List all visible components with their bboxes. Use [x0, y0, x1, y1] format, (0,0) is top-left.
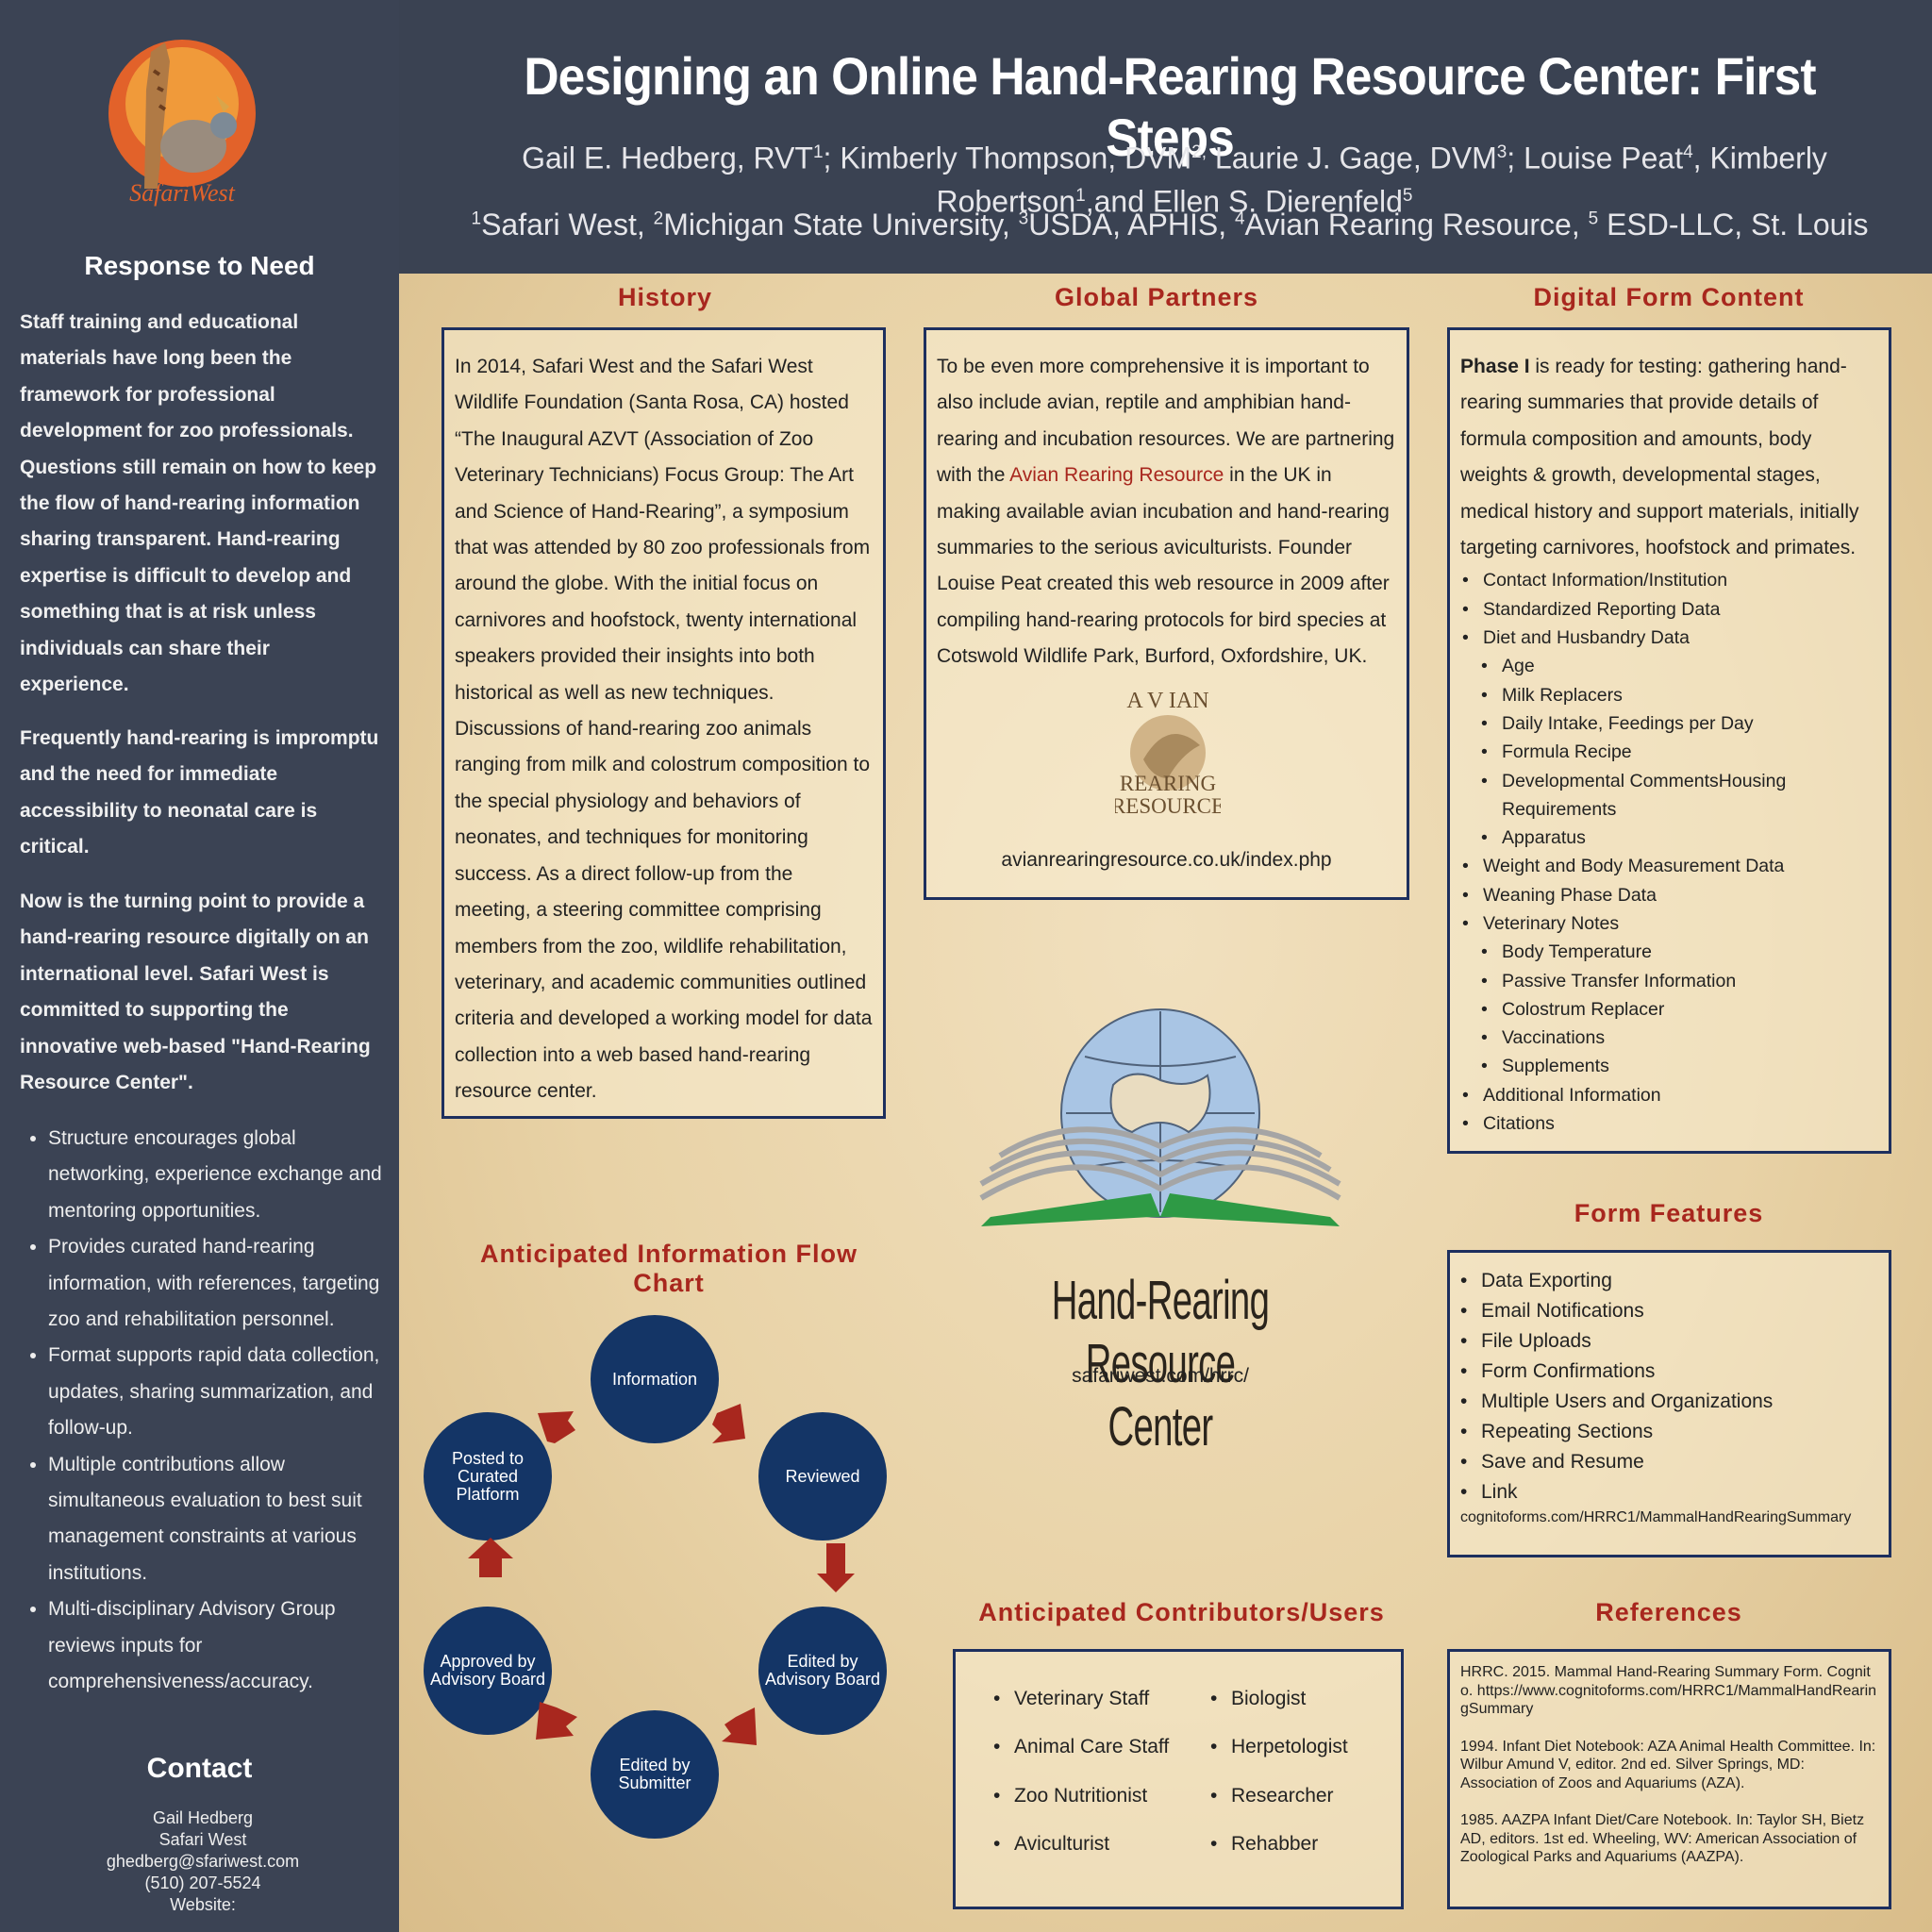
avian-url[interactable]: avianrearingresource.co.uk/index.php: [1001, 849, 1332, 871]
avian-logo-bot: RESOURCE: [1115, 794, 1221, 818]
references-box: HRRC. 2015. Mammal Hand-Rearing Summary …: [1447, 1649, 1891, 1909]
hrrc-wordmark: Hand-Rearing Resource Center: [1051, 1270, 1270, 1457]
list-item: Additional Information: [1462, 1081, 1881, 1110]
contributors-col-1: Veterinary StaffAnimal Care StaffZoo Nut…: [993, 1674, 1169, 1868]
digital-box: Phase I is ready for testing: gathering …: [1447, 327, 1891, 1154]
history-heading: History: [617, 283, 713, 311]
affiliations: 1Safari West, 2Michigan State University…: [471, 208, 1869, 242]
flow-node-posted: Posted to Curated Platform: [424, 1412, 552, 1541]
list-item: Multi-disciplinary Advisory Group review…: [48, 1591, 383, 1700]
list-item: Citations: [1462, 1109, 1881, 1139]
digital-items: Contact Information/InstitutionStandardi…: [1462, 566, 1881, 1138]
flow-node-edited-advisory: Edited by Advisory Board: [758, 1607, 887, 1735]
partners-heading: Global Partners: [1054, 283, 1259, 311]
list-item: Data Exporting: [1460, 1266, 1879, 1296]
digital-lead: Phase I is ready for testing: gathering …: [1460, 356, 1859, 559]
list-item: Zoo Nutritionist: [993, 1772, 1169, 1821]
history-text: In 2014, Safari West and the Safari West…: [455, 356, 873, 1103]
list-item: Supplements: [1481, 1052, 1881, 1081]
digital-heading: Digital Form Content: [1533, 283, 1805, 311]
avian-logo-mid: REARING: [1120, 772, 1216, 795]
reference-item: 1985. AAZPA Infant Diet/Care Notebook. I…: [1460, 1812, 1865, 1865]
response-paragraph-2: Frequently hand-rearing is impromptu and…: [20, 727, 379, 858]
list-item: Passive Transfer Information: [1481, 967, 1881, 996]
flow-node-edited-submitter: Edited by Submitter: [591, 1710, 719, 1839]
list-item: File Uploads: [1460, 1326, 1879, 1357]
response-bullets: Structure encourages global networking, …: [20, 1121, 383, 1701]
response-paragraph-3: Now is the turning point to provide a ha…: [20, 891, 371, 1094]
features-box: Data ExportingEmail NotificationsFile Up…: [1447, 1250, 1891, 1557]
poster-title: Designing an Online Hand-Rearing Resourc…: [524, 46, 1816, 167]
avian-rearing-link[interactable]: Avian Rearing Resource: [1009, 464, 1224, 487]
contact-heading: Contact: [146, 1753, 253, 1784]
history-box: In 2014, Safari West and the Safari West…: [441, 327, 886, 1119]
response-heading: Response to Need: [84, 251, 315, 280]
list-item: Apparatus: [1481, 824, 1881, 853]
list-item: Rehabber: [1210, 1820, 1348, 1869]
list-item: Save and Resume: [1460, 1447, 1879, 1477]
sidebar: [0, 0, 399, 1932]
list-item: Body Temperature: [1481, 938, 1881, 967]
list-item: Researcher: [1210, 1772, 1348, 1821]
partners-box: To be even more comprehensive it is impo…: [924, 327, 1409, 900]
contributors-box: Veterinary StaffAnimal Care StaffZoo Nut…: [953, 1649, 1404, 1909]
list-item: Developmental CommentsHousing Requiremen…: [1481, 767, 1881, 824]
flow-node-approved: Approved by Advisory Board: [424, 1607, 552, 1735]
list-item: Provides curated hand-rearing informatio…: [48, 1229, 383, 1338]
reference-item: 1994. Infant Diet Notebook: AZA Animal H…: [1460, 1738, 1876, 1791]
list-item: Weight and Body Measurement Data: [1462, 852, 1881, 881]
list-item: Repeating Sections: [1460, 1417, 1879, 1447]
list-item: Format supports rapid data collection, u…: [48, 1338, 383, 1446]
hrrc-globe-logo: [979, 1008, 1341, 1226]
avian-logo-top: A V IAN: [1126, 689, 1208, 713]
list-item: Multiple contributions allow simultaneou…: [48, 1447, 383, 1592]
contact-info: Gail Hedberg Safari West ghedberg@sfariw…: [106, 1808, 300, 1914]
flow-heading: Anticipated Information Flow Chart: [480, 1240, 858, 1297]
hrrc-url[interactable]: safariwest.com/hrrc/: [1072, 1365, 1249, 1387]
list-item: Animal Care Staff: [993, 1723, 1169, 1772]
flow-node-reviewed: Reviewed: [758, 1412, 887, 1541]
list-item: Aviculturist: [993, 1820, 1169, 1869]
avian-rearing-logo: A V IAN REARING RESOURCE: [1115, 689, 1221, 818]
list-item: Veterinary Notes: [1462, 909, 1881, 939]
list-item: Contact Information/Institution: [1462, 566, 1881, 595]
contributors-heading: Anticipated Contributors/Users: [978, 1598, 1385, 1626]
list-item: Structure encourages global networking, …: [48, 1121, 383, 1229]
list-item: Daily Intake, Feedings per Day: [1481, 709, 1881, 739]
list-item: Link: [1460, 1477, 1879, 1507]
authors: Gail E. Hedberg, RVT1; Kimberly Thompson…: [522, 141, 1827, 219]
flow-node-information: Information: [591, 1315, 719, 1443]
list-item: Multiple Users and Organizations: [1460, 1387, 1879, 1417]
safari-west-logo: SafariWest: [108, 40, 256, 207]
list-item: Colostrum Replacer: [1481, 995, 1881, 1024]
list-item: Standardized Reporting Data: [1462, 595, 1881, 625]
list-item: Biologist: [1210, 1674, 1348, 1724]
list-item: Age: [1481, 652, 1881, 681]
response-paragraph-1: Staff training and educational materials…: [20, 311, 377, 696]
list-item: Herpetologist: [1210, 1723, 1348, 1772]
list-item: Weaning Phase Data: [1462, 881, 1881, 910]
logo-wordmark: SafariWest: [129, 179, 235, 207]
list-item: Email Notifications: [1460, 1296, 1879, 1326]
list-item: Formula Recipe: [1481, 738, 1881, 767]
list-item: Vaccinations: [1481, 1024, 1881, 1053]
features-items: Data ExportingEmail NotificationsFile Up…: [1460, 1266, 1879, 1507]
list-item: Diet and Husbandry Data: [1462, 624, 1881, 653]
features-link-url[interactable]: cognitoforms.com/HRRC1/MammalHandRearing…: [1460, 1509, 1852, 1525]
list-item: Form Confirmations: [1460, 1357, 1879, 1387]
partners-text: To be even more comprehensive it is impo…: [937, 356, 1395, 668]
features-heading: Form Features: [1574, 1199, 1764, 1227]
references-heading: References: [1595, 1598, 1742, 1626]
reference-item: HRRC. 2015. Mammal Hand-Rearing Summary …: [1460, 1664, 1877, 1717]
list-item: Veterinary Staff: [993, 1674, 1169, 1724]
list-item: Milk Replacers: [1481, 681, 1881, 710]
contributors-col-2: BiologistHerpetologistResearcherRehabber: [1210, 1674, 1348, 1868]
